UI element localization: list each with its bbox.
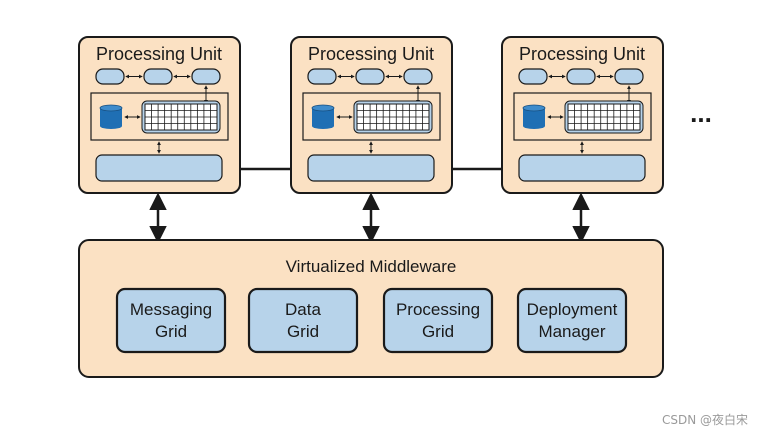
unit-bottom-bar bbox=[95, 154, 223, 182]
unit-pill-2 bbox=[566, 68, 596, 85]
processing-unit-3: Processing Unit bbox=[501, 36, 664, 194]
unit-pill-3 bbox=[614, 68, 644, 85]
unit-bottom-bar bbox=[518, 154, 646, 182]
more-units-ellipsis: ... bbox=[690, 98, 712, 128]
watermark: CSDN @夜白宋 bbox=[661, 413, 748, 427]
unit-pill-1 bbox=[95, 68, 125, 85]
data-grid-icon bbox=[141, 100, 221, 134]
processing-unit-title: Processing Unit bbox=[308, 44, 434, 64]
component-label-line1: Processing bbox=[396, 300, 480, 319]
data-grid-icon bbox=[353, 100, 433, 134]
component-label-line1: Data bbox=[285, 300, 321, 319]
unit-pill-3 bbox=[403, 68, 433, 85]
data-grid-icon bbox=[564, 100, 644, 134]
database-icon bbox=[311, 104, 335, 129]
processing-unit-title: Processing Unit bbox=[96, 44, 222, 64]
unit-pill-3 bbox=[191, 68, 221, 85]
processing-unit-1: Processing Unit bbox=[78, 36, 241, 194]
component-box bbox=[516, 287, 628, 354]
processing-unit-title: Processing Unit bbox=[519, 44, 645, 64]
component-box bbox=[247, 287, 359, 354]
component-label-line2: Grid bbox=[155, 322, 187, 341]
database-icon bbox=[99, 104, 123, 129]
inner-frame bbox=[302, 92, 441, 141]
component-box bbox=[115, 287, 227, 354]
middleware-components: MessagingGridDataGridProcessingGridDeplo… bbox=[115, 287, 628, 354]
component-label-line2: Manager bbox=[538, 322, 605, 341]
component-label-line2: Grid bbox=[287, 322, 319, 341]
unit-pill-2 bbox=[143, 68, 173, 85]
virtualized-middleware: Virtualized Middleware MessagingGridData… bbox=[78, 239, 664, 378]
component-label-line1: Deployment bbox=[527, 300, 618, 319]
processing-units: Processing Unit Processing Unit Processing… bbox=[78, 36, 664, 194]
unit-pill-1 bbox=[518, 68, 548, 85]
unit-bottom-bar bbox=[307, 154, 435, 182]
component-label-line2: Grid bbox=[422, 322, 454, 341]
component-label-line1: Messaging bbox=[130, 300, 212, 319]
processing-unit-2: Processing Unit bbox=[290, 36, 453, 194]
unit-pill-1 bbox=[307, 68, 337, 85]
unit-pill-2 bbox=[355, 68, 385, 85]
inner-frame bbox=[90, 92, 229, 141]
database-icon bbox=[522, 104, 546, 129]
component-box bbox=[382, 287, 494, 354]
inner-frame bbox=[513, 92, 652, 141]
middleware-title: Virtualized Middleware bbox=[286, 257, 457, 276]
